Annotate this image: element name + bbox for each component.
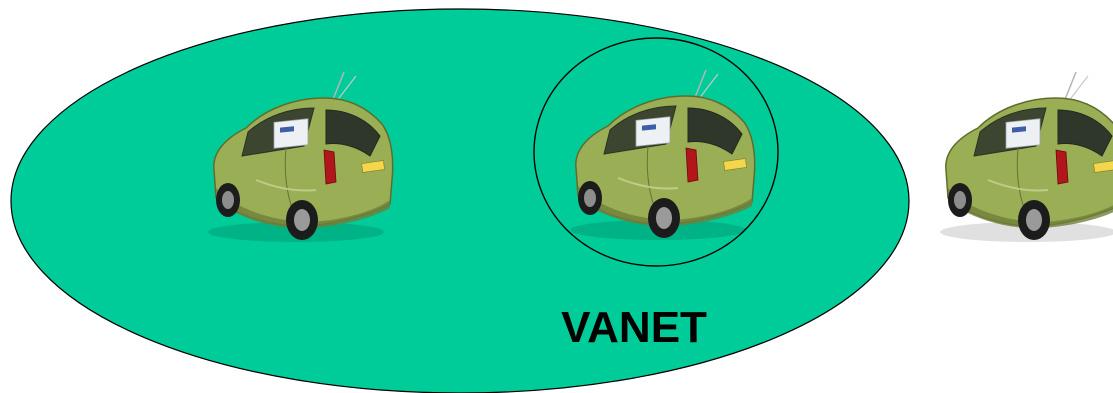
network-area-ellipse (10, 8, 910, 393)
car-icon (939, 71, 1113, 243)
vanet-label: VANET (561, 303, 707, 352)
communication-range-circle (533, 37, 779, 267)
